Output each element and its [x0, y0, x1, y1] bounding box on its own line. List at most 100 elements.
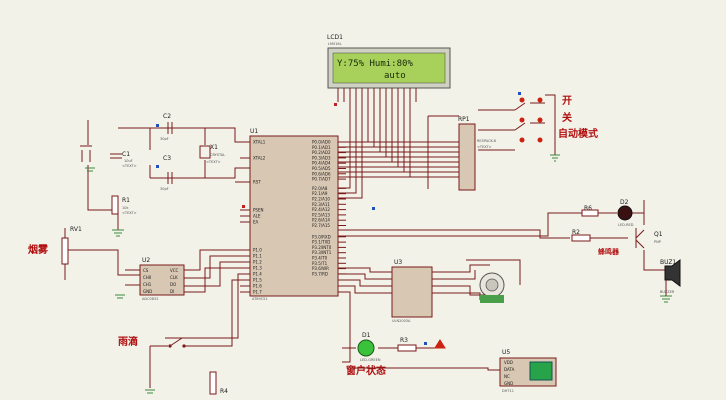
c2-ref: C2 — [163, 113, 171, 120]
u1-pin-xtal1: XTAL1 — [253, 140, 266, 145]
r4-ref: R4 — [220, 388, 228, 395]
label-close: 关 — [562, 111, 572, 124]
rain-switch[interactable] — [145, 279, 250, 394]
u3-ref: U3 — [394, 259, 402, 266]
r1-text: <TEXT> — [122, 211, 137, 215]
u1-pin-p35t1: P3.5/T1 — [312, 261, 328, 266]
x1-ref: X1 — [210, 144, 218, 151]
r1-val: 10k — [122, 206, 129, 210]
buz-ref: BUZ1 — [660, 259, 677, 266]
u3-part: ULN2003A — [392, 319, 411, 323]
u1-pin-p15: P1.5 — [253, 278, 262, 283]
svg-text:CH0: CH0 — [143, 275, 152, 280]
rp1-body — [458, 123, 476, 191]
u1-pin-p26a14: P2.6/A14 — [312, 218, 330, 223]
lcd-ref: LCD1 — [327, 34, 343, 41]
d1-wires — [342, 339, 446, 349]
r6-ref: R6 — [584, 205, 592, 212]
q1-transistor[interactable]: Q1 PNP — [635, 228, 663, 249]
u1-body — [249, 135, 339, 297]
u2-adc[interactable]: U2 CS CH0 CH1 GND VCC CLK DO DI ADC0832 — [139, 257, 185, 301]
rp1-text: <TEXT> — [477, 145, 492, 149]
c3-ref: C3 — [163, 155, 171, 162]
rp1-respack[interactable]: RP1 RESPACK-8 — [458, 116, 496, 191]
u1-pin-p13: P1.3 — [253, 266, 262, 271]
r1-resistor[interactable]: R1 10k — [111, 195, 130, 215]
r4-resistor[interactable]: R4 — [209, 371, 228, 395]
reset-button[interactable] — [80, 145, 92, 162]
u1-pin-ea: EA — [253, 220, 259, 225]
stepper-motor[interactable] — [479, 272, 505, 303]
junctions — [156, 92, 521, 345]
x1-crystal[interactable]: X1 CRYSTAL — [199, 144, 225, 159]
u1-pin-p00ad0: P0.0/AD0 — [312, 140, 331, 145]
u5-ref: U5 — [502, 349, 510, 356]
svg-text:GND: GND — [143, 289, 152, 294]
u1-pin-p27a15: P2.7/A15 — [312, 223, 330, 228]
u2-ref: U2 — [142, 257, 150, 264]
c1-text: <TEXT> — [122, 164, 137, 168]
u1-pin-p22a10: P2.2/A10 — [312, 197, 330, 202]
d1-led-green[interactable]: D1 LED-GREEN — [357, 332, 381, 362]
buzzer[interactable]: BUZ1 BUZZER — [660, 259, 681, 294]
q1-part: PNP — [654, 240, 661, 244]
osc-wires — [87, 120, 250, 230]
u5-dht11[interactable]: U5 VDD DATA NC GND DHT11 — [499, 349, 557, 393]
label-rain: 雨滴 — [118, 335, 138, 348]
c1-val: 10uF — [124, 159, 133, 163]
u5-part: DHT11 — [502, 389, 514, 393]
d1-ref: D1 — [362, 332, 371, 339]
u1-pin-p23a11: P2.3/A11 — [312, 202, 330, 207]
u2-part: ADC0832 — [142, 297, 158, 301]
d2-led-red[interactable]: D2 LED-RED — [617, 199, 634, 227]
u1-pin-xtal2: XTAL2 — [253, 156, 266, 161]
u1-mcu[interactable]: U1 AT89C51 XTAL1XTAL2RSTPSENALEEAP1.0P1.… — [240, 128, 346, 301]
r2-ref: R2 — [572, 229, 580, 236]
u1-pin-p14: P1.4 — [253, 272, 262, 277]
adc-wires — [68, 249, 250, 339]
svg-text:DO: DO — [170, 282, 176, 287]
buz-part: BUZZER — [660, 290, 675, 294]
d2-ref: D2 — [620, 199, 629, 206]
rp1-ref: RP1 — [458, 116, 470, 123]
mode-switches[interactable]: 开 关 自动模式 — [478, 94, 598, 162]
u1-pin-p37rd: P3.7/RD — [312, 271, 328, 276]
svg-text:DI: DI — [170, 289, 174, 294]
buzzer-wires — [338, 200, 665, 271]
r2-resistor[interactable]: R2 — [571, 229, 591, 242]
data-bus — [338, 102, 459, 199]
label-buzzer: 蜂鸣器 — [598, 247, 620, 256]
u1-pin-p24a12: P2.4/A12 — [312, 207, 330, 212]
rv1-ref: RV1 — [70, 226, 82, 233]
u1-pin-p16: P1.6 — [253, 284, 262, 289]
c3-cap[interactable]: C3 30pF — [160, 155, 173, 191]
x1-part: CRYSTAL — [210, 153, 225, 157]
label-smoke: 烟雾 — [28, 243, 49, 256]
r3-resistor[interactable]: R3 — [397, 337, 417, 352]
c1-ref: C1 — [122, 151, 130, 158]
u1-pin-p07ad7: P0.7/AD7 — [312, 177, 331, 182]
svg-text:DATA: DATA — [504, 367, 515, 372]
r6-resistor[interactable]: R6 — [581, 205, 599, 217]
u1-pin-p31txd: P3.1/TXD — [312, 240, 330, 245]
lcd-line-2: auto — [384, 71, 406, 81]
u1-pin-p33int1: P3.3/INT1 — [312, 250, 332, 255]
c2-cap[interactable]: C2 30pF — [160, 113, 173, 141]
u1-pin-p04ad4: P0.4/AD4 — [312, 161, 331, 166]
u1-pin-p10: P1.0 — [253, 248, 262, 253]
lcd-pins — [337, 88, 417, 102]
u3-body — [391, 266, 433, 318]
u3-driver[interactable]: U3 ULN2003A — [391, 259, 433, 323]
x1-text: <TEXT> — [206, 160, 221, 164]
label-window-status: 窗户状态 — [346, 364, 386, 377]
u1-pin-p01ad1: P0.1/AD1 — [312, 145, 331, 150]
u1-ref: U1 — [250, 128, 258, 135]
u1-pin-p34t0: P3.4/T0 — [312, 256, 328, 261]
svg-text:CH1: CH1 — [143, 282, 152, 287]
rv1-pot[interactable]: RV1 — [61, 226, 82, 280]
c1-cap[interactable]: C1 10uF — [110, 151, 133, 163]
svg-text:VDD: VDD — [504, 360, 513, 365]
lcd-module[interactable]: LCD1 LM016L Y:75% Humi:80% auto — [327, 34, 451, 102]
